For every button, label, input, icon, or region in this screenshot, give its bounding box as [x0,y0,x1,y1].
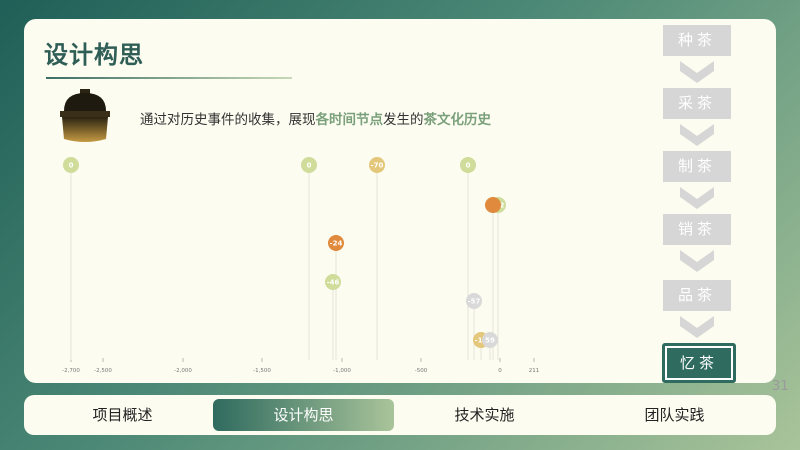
timeline-marker[interactable] [460,157,476,173]
step-remember[interactable]: 忆茶 [662,343,736,383]
timeline-marker-label: -24 [330,240,343,248]
nav-item-implementation[interactable]: 技术实施 [454,406,515,424]
timeline-marker[interactable] [369,157,385,173]
timeline-marker-label: -70 [371,162,384,170]
axis-tick-label: -500 [415,368,428,374]
timeline-marker-label: 0 [69,162,74,170]
step-label: 采茶 [677,94,716,112]
chevron-down-icon [680,124,714,146]
intro-highlight-time: 各时间节点 [315,112,384,128]
intro-prefix: 通过对历史事件的收集，展现 [140,112,316,128]
timeline-marker-label: 59 [485,337,495,345]
timeline-marker-label: 0 [307,162,312,170]
axis-tick-label: -2,000 [174,368,192,374]
axis-tick-label: -1,000 [333,368,351,374]
timeline-marker[interactable] [63,157,79,173]
axis-tick-label: -2,500 [94,368,112,374]
timeline-marker-label: -46 [327,279,340,287]
chevron-down-icon [680,187,714,209]
timeline-marker[interactable] [328,235,344,251]
step-label: 销茶 [677,220,716,238]
tea-pot-icon [60,89,110,142]
page-number: 31 [772,379,789,394]
chevron-down-icon [680,316,714,338]
timeline-marker-label: 0 [466,162,471,170]
step-label: 忆茶 [679,354,718,372]
chevron-down-icon [680,61,714,83]
nav-item-team[interactable]: 团队实践 [644,406,705,424]
timeline-marker[interactable] [482,332,498,348]
step-make[interactable]: 制茶 [663,151,731,182]
page-title: 设计构思 [44,41,144,69]
intro-text: 通过对历史事件的收集，展现各时间节点发生的茶文化历史 [140,108,491,128]
step-plant[interactable]: 种茶 [663,25,731,56]
timeline-marker[interactable] [301,157,317,173]
nav-item-design[interactable]: 设计构思 [213,399,394,431]
intro-middle: 发生的 [383,112,424,128]
axis-tick-label: -2,700 [62,368,80,374]
step-label: 种茶 [677,31,716,49]
step-label: 品茶 [677,286,716,304]
axis-tick-label: -1,500 [253,368,271,374]
step-taste[interactable]: 品茶 [663,280,731,311]
content-card: 设计构思 通过对历史事件的收集，展现各时间节点发生的茶文化历史 -2,700-2… [24,19,789,394]
axis-tick-label: 211 [529,368,540,374]
timeline-marker-label: -57 [468,298,481,306]
bottom-nav: 项目概述 设计构思 技术实施 团队实践 [24,395,776,435]
step-sell[interactable]: 销茶 [663,214,731,245]
timeline-marker-label: -19 [475,337,488,345]
title-divider [46,77,292,79]
timeline-marker[interactable] [466,293,482,309]
nav-item-overview[interactable]: 项目概述 [92,406,153,424]
timeline-marker[interactable] [325,274,341,290]
timeline-marker[interactable] [485,197,501,213]
intro-highlight-culture: 茶文化历史 [423,112,492,128]
timeline-chart: -2,700 -2,500 -2,000 -1,500 -1,000 -500 0 211 0 0… [62,157,540,374]
step-label: 制茶 [677,157,716,175]
chevron-down-icon [680,250,714,272]
step-pick[interactable]: 采茶 [663,88,731,119]
axis-tick-label: 0 [498,368,502,374]
